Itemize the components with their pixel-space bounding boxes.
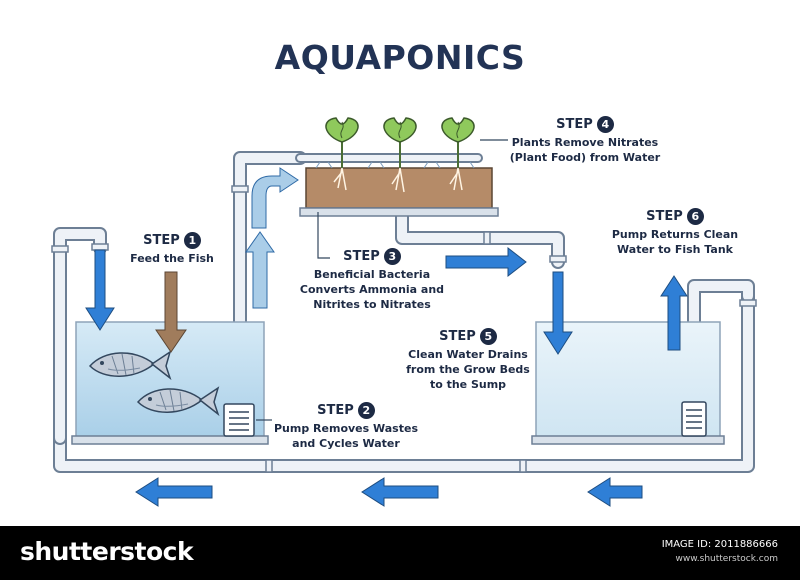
step-text-line: Feed the Fish — [130, 252, 214, 265]
step-text-line: Converts Ammonia and — [299, 283, 445, 296]
step-text-line: Clean Water Drains — [408, 348, 528, 361]
step-4-callout: STEP 4 Plants Remove Nitrates (Plant Foo… — [500, 116, 670, 165]
step-label: STEP — [343, 249, 380, 264]
flow-arrow-icon — [251, 167, 299, 229]
step-label: STEP — [439, 329, 476, 344]
flow-arrow-icon — [245, 231, 275, 309]
flow-arrow-icon — [587, 477, 643, 507]
leader-lines — [256, 139, 508, 421]
fish-icon — [88, 350, 172, 381]
step-text-line: Plants Remove Nitrates — [511, 136, 659, 149]
diagram-graphics — [51, 117, 757, 507]
plant-icon — [325, 117, 359, 168]
diagram-title: AQUAPONICS — [274, 38, 526, 77]
step-2-description: Pump Removes Wastes and Cycles Water — [266, 421, 426, 451]
flow-arrow-icon — [660, 275, 688, 351]
step-2-callout: STEP 2 Pump Removes Wastes and Cycles Wa… — [266, 402, 426, 451]
step-6-callout: STEP 6 Pump Returns Clean Water to Fish … — [600, 208, 750, 257]
image-id: IMAGE ID: 2011886666 — [661, 539, 778, 550]
step-5-callout: STEP 5 Clean Water Drains from the Grow … — [398, 328, 538, 392]
step-number-badge: 6 — [686, 208, 704, 225]
step-text-line: (Plant Food) from Water — [509, 151, 661, 164]
step-label: STEP — [143, 233, 180, 248]
plant-icon — [383, 117, 417, 168]
step-4-heading: STEP 4 — [500, 116, 670, 133]
fish-icon — [136, 386, 220, 417]
spray-lines — [315, 161, 475, 169]
step-text-line: and Cycles Water — [292, 437, 400, 450]
step-3-description: Beneficial Bacteria Converts Ammonia and… — [292, 267, 452, 312]
step-number-badge: 1 — [183, 232, 201, 249]
step-number-badge: 4 — [596, 116, 614, 133]
flow-arrow-icon — [543, 271, 573, 355]
step-number-badge: 3 — [383, 248, 401, 265]
plant-icon — [441, 117, 475, 168]
step-text-line: Nitrites to Nitrates — [313, 298, 431, 311]
site-url: www.shutterstock.com — [675, 554, 778, 564]
step-1-description: Feed the Fish — [112, 251, 232, 266]
food-arrow-icon — [155, 271, 187, 353]
pump-icon — [681, 401, 707, 437]
stock-footer-bar: shutterstock IMAGE ID: 2011886666 www.sh… — [0, 526, 800, 580]
step-text-line: from the Grow Beds — [406, 363, 530, 376]
step-6-heading: STEP 6 — [600, 208, 750, 225]
step-text-line: Beneficial Bacteria — [313, 268, 431, 281]
brand-logo-text: shutterstock — [20, 537, 194, 566]
flow-arrow-icon — [85, 249, 115, 331]
step-label: STEP — [317, 403, 354, 418]
step-text-line: to the Sump — [429, 378, 507, 391]
flow-arrow-icon — [361, 477, 439, 507]
sump-tank — [531, 321, 725, 445]
step-3-callout: STEP 3 Beneficial Bacteria Converts Ammo… — [292, 248, 452, 312]
grow-bed — [299, 167, 499, 217]
flow-arrow-icon — [445, 246, 527, 278]
step-2-heading: STEP 2 — [266, 402, 426, 419]
step-number-badge: 2 — [357, 402, 375, 419]
step-number-badge: 5 — [479, 328, 497, 345]
step-6-description: Pump Returns Clean Water to Fish Tank — [600, 227, 750, 257]
step-text-line: Water to Fish Tank — [617, 243, 733, 256]
image-id-block: IMAGE ID: 2011886666 www.shutterstock.co… — [662, 538, 778, 566]
step-label: STEP — [646, 209, 683, 224]
step-label: STEP — [556, 117, 593, 132]
step-4-description: Plants Remove Nitrates (Plant Food) from… — [500, 135, 670, 165]
flow-arrow-icon — [135, 477, 213, 507]
step-5-heading: STEP 5 — [398, 328, 538, 345]
step-text-line: Pump Returns Clean — [611, 228, 739, 241]
pump-icon — [223, 403, 255, 437]
step-text-line: Pump Removes Wastes — [274, 422, 418, 435]
step-5-description: Clean Water Drains from the Grow Beds to… — [398, 347, 538, 392]
step-1-heading: STEP 1 — [112, 232, 232, 249]
step-1-callout: STEP 1 Feed the Fish — [112, 232, 232, 266]
step-3-heading: STEP 3 — [292, 248, 452, 265]
